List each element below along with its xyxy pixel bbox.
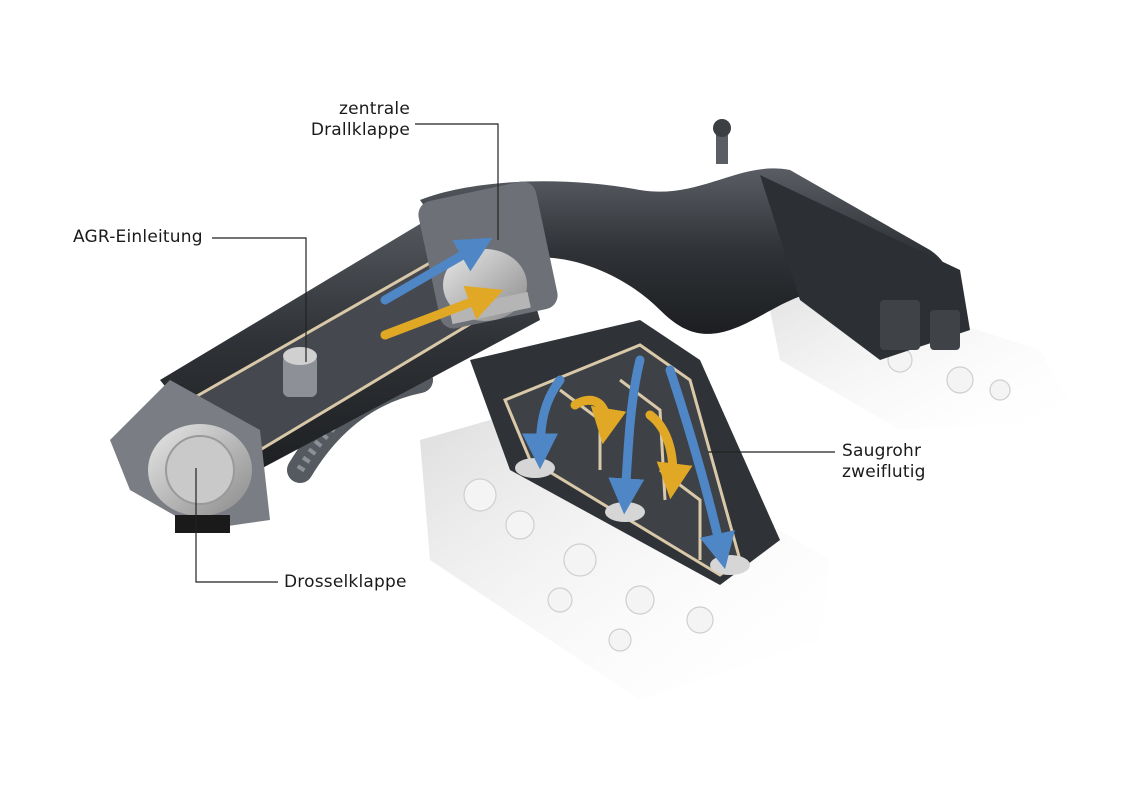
label-saugrohr-line-1: Saugrohr	[842, 441, 922, 461]
leader-line-drossel	[195, 468, 278, 583]
label-drallklappe-line-2: Drallklappe	[310, 120, 410, 140]
fresh-air-flow-arrows	[380, 237, 735, 570]
label-saugrohr-line-2: zweiflutig	[842, 462, 926, 482]
leader-lines	[195, 123, 835, 583]
label-zentrale-drallklappe: zentrale Drallklappe	[300, 99, 410, 141]
manifold-plenum	[420, 119, 970, 360]
leader-line-agr	[212, 237, 307, 362]
throttle-body	[110, 380, 270, 533]
egr-flow-arrows	[380, 285, 693, 500]
leader-line-drallklappe	[415, 123, 499, 240]
egr-inlet-stub	[283, 347, 317, 397]
label-saugrohr-zweiflutig: Saugrohr zweiflutig	[842, 441, 926, 483]
label-drosselklappe: Drosselklappe	[284, 572, 407, 592]
label-agr-einleitung: AGR-Einleitung	[73, 227, 203, 247]
label-drallklappe-line-1: zentrale	[338, 99, 410, 119]
